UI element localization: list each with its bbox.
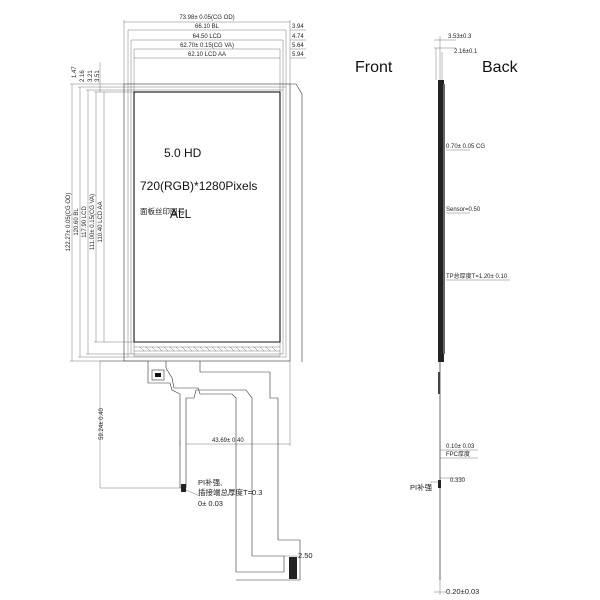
left-offset-4: 3.51: [95, 70, 101, 82]
side-top-offset: 2.16±0.1: [454, 49, 478, 55]
side-bottom-thickness: 0.20±0.03: [446, 587, 479, 596]
left-dimension-lines: [70, 62, 134, 362]
front-view-title: Front: [355, 59, 393, 76]
dim-cg-od-height: 122.27± 0.05(CG OD): [66, 193, 72, 252]
dim-bl-height: 120.60 BL: [74, 208, 80, 236]
left-offset-1: 1.47: [72, 66, 78, 78]
top-dimension-lines: [123, 20, 306, 92]
side-tp-total: TP总厚度T=1.20± 0.10: [446, 272, 508, 280]
fpc-note-line-2: 插接端总厚度T=0.3: [198, 487, 262, 497]
fpc-outline: [147, 361, 301, 581]
dim-lcd-aa-height: 110.40 LCD AA: [98, 202, 104, 243]
fpc-note-line-3: 0± 0.03: [198, 499, 223, 508]
panel-resolution: 720(RGB)*1280Pixels: [140, 179, 257, 193]
front-view-outline: [123, 83, 303, 362]
fpc-note-line-1: PI补强,: [198, 477, 222, 487]
left-offset-2: 2.16: [80, 70, 86, 82]
dim-bl-width: 66.10 BL: [195, 24, 220, 30]
side-view-geometry: [430, 36, 510, 595]
back-view-title: Back: [482, 59, 519, 76]
dim-fpc-vertical: 59.24± 0.40: [99, 408, 105, 440]
offset-bl: 3.94: [292, 24, 304, 30]
offset-lcd-aa: 5.94: [292, 52, 304, 58]
dim-lcd-height: 117.90 LCD: [82, 206, 88, 238]
fpc-dimension-lines: [99, 360, 298, 557]
dim-cg-va-height: 111.00± 0.15(CG VA): [90, 194, 96, 250]
offset-lcd: 4.74: [292, 34, 304, 40]
dim-lcd-aa-width: 62.10 LCD AA: [188, 52, 226, 58]
side-fpc-label: FPC厚度: [446, 450, 470, 458]
side-pi-label: PI补强: [410, 482, 433, 492]
left-offset-3: 3.21: [88, 70, 94, 82]
fpc-tail-width: 2.50: [298, 551, 313, 560]
offset-cg-va: 5.64: [292, 43, 304, 49]
side-fpc-thickness: 0.10± 0.03: [446, 444, 475, 450]
panel-size: 5.0 HD: [164, 146, 202, 160]
side-sensor-thickness: Sensor=0.50: [446, 207, 481, 213]
dim-cg-od-width: 73.98± 0.05(CG OD): [179, 15, 234, 21]
silkscreen-label: 面板丝印图号: [140, 206, 185, 216]
dim-fpc-horizontal: 43.69± 0.40: [212, 438, 244, 444]
silkscreen-value: ALL: [170, 207, 192, 221]
bottom-border-pattern: [139, 346, 277, 352]
side-top-total: 3.53±0.3: [448, 34, 472, 40]
dim-lcd-width: 64.50 LCD: [193, 34, 222, 40]
side-cg-thickness: 0.70± 0.05 CG: [446, 144, 485, 150]
side-pi-value: 0.330: [450, 478, 466, 484]
dim-cg-va-width: 62.70± 0.15(CG VA): [180, 43, 234, 49]
